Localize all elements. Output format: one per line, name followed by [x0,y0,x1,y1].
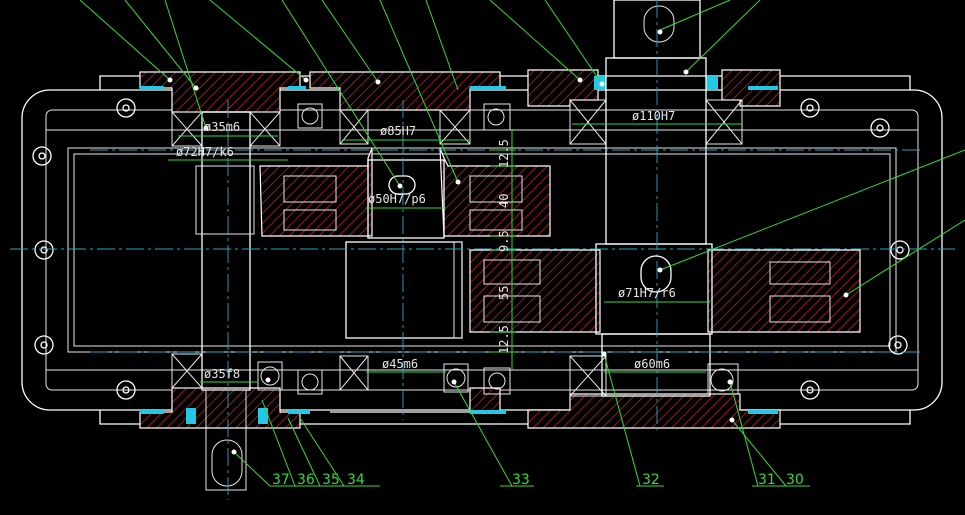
output-shaft [601,0,711,397]
dim-vertical-12-5-top: 12.5 [497,139,511,168]
dimension-lines [168,123,742,383]
callout-31: 31 [758,472,776,488]
dim-bottom-bearing-middle: ø45m6 [382,357,418,371]
dim-bottom-bearing-right: ø60m6 [634,357,670,371]
dim-gear-fit-middle: ø50H7/p6 [368,192,426,206]
ball-bearings [257,103,739,395]
callout-33: 33 [512,472,530,488]
bearing-caps-bottom [139,387,781,429]
dim-vertical-55: 55 [497,286,511,300]
keys [388,175,672,293]
bearing-caps-top [139,69,781,113]
leader-lines [79,0,965,487]
intermediate-shaft [345,241,463,339]
dim-top-bearing-middle: ø85H7 [380,124,416,138]
dim-bottom-bearing-left: ø35f8 [204,367,240,381]
bolt-holes [32,98,910,400]
dim-vertical-9-5: 9.5 [497,230,511,252]
dim-top-bearing-right: ø110H7 [632,109,675,123]
callout-34: 34 [347,472,365,488]
input-shaft [195,111,255,491]
centerlines [10,0,955,500]
seals [140,76,778,424]
callout-32: 32 [642,472,660,488]
gear-upper [259,147,551,239]
callout-35: 35 [322,472,340,488]
callout-30: 30 [786,472,804,488]
callout-37: 37 [272,472,290,488]
dim-gear-fit-right: ø71H7/r6 [618,286,676,300]
dim-housing-bore-left: ø72H7/k6 [176,145,234,159]
callout-36: 36 [297,472,315,488]
dim-top-bearing-left: ø35m6 [204,120,240,134]
dim-vertical-40: 40 [497,194,511,208]
leader-dots [167,29,849,455]
dim-vertical-12-5-bottom: 12.5 [497,325,511,354]
